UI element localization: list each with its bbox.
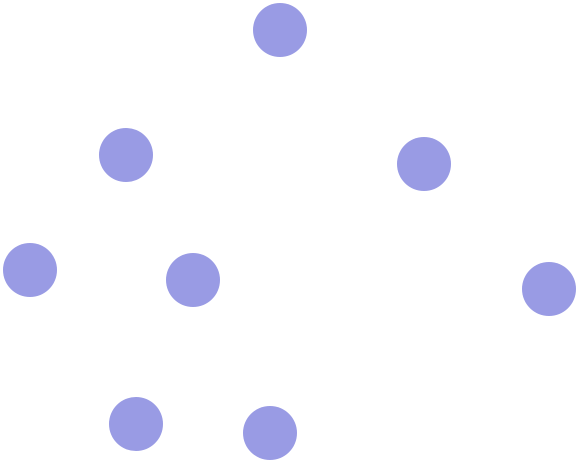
node-far-left xyxy=(3,243,57,297)
node-bottom-left xyxy=(109,397,163,451)
node-top xyxy=(253,3,307,57)
node-upper-right xyxy=(397,137,451,191)
node-upper-left xyxy=(99,128,153,182)
node-far-right xyxy=(522,262,576,316)
node-center-left xyxy=(166,253,220,307)
node-bottom-center xyxy=(243,406,297,460)
